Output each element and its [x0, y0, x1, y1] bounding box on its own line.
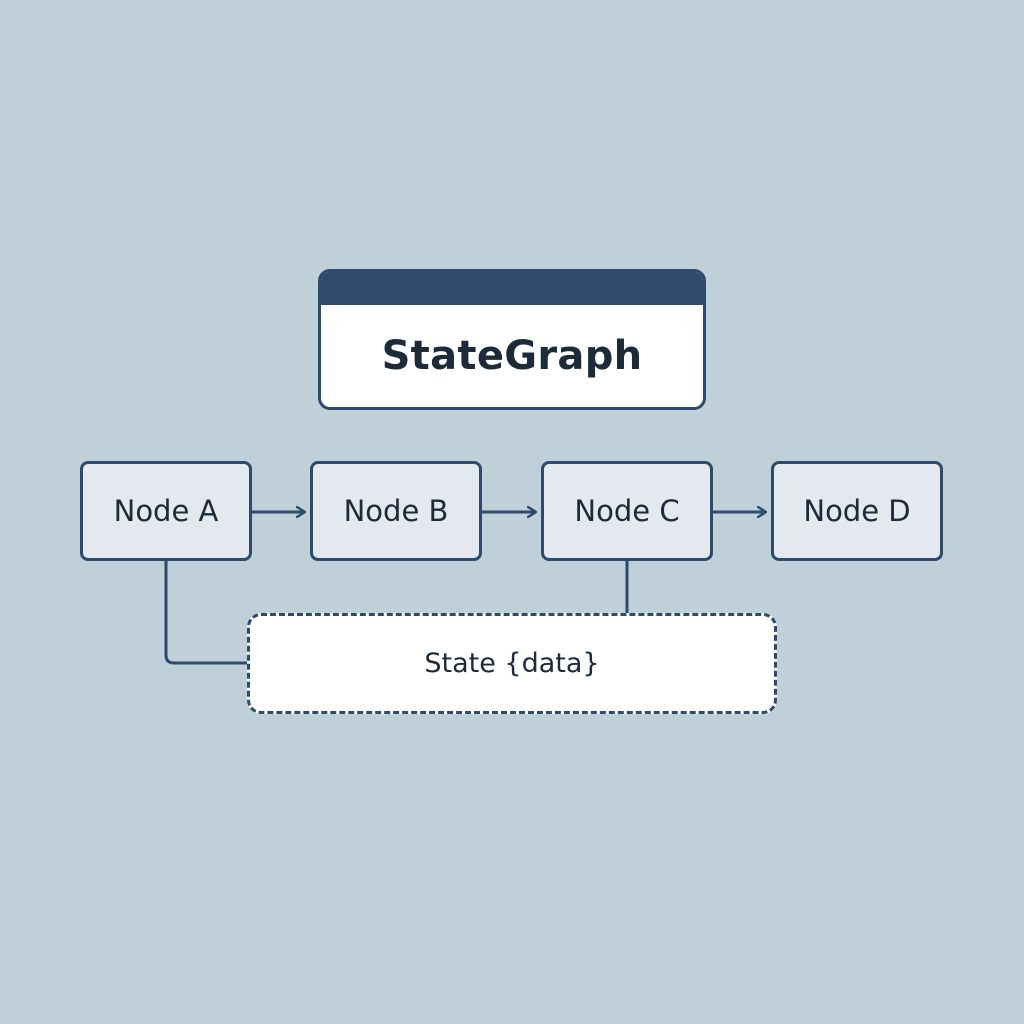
- state-box: State {data}: [247, 613, 777, 714]
- node-a: Node A: [80, 461, 252, 561]
- stategraph-title-window: StateGraph: [318, 269, 706, 410]
- node-c: Node C: [541, 461, 713, 561]
- title-window-bar: [321, 272, 703, 305]
- node-d: Node D: [771, 461, 943, 561]
- node-b: Node B: [310, 461, 482, 561]
- connector-node-a-to-state: [164, 561, 247, 665]
- diagram-title: StateGraph: [381, 333, 643, 379]
